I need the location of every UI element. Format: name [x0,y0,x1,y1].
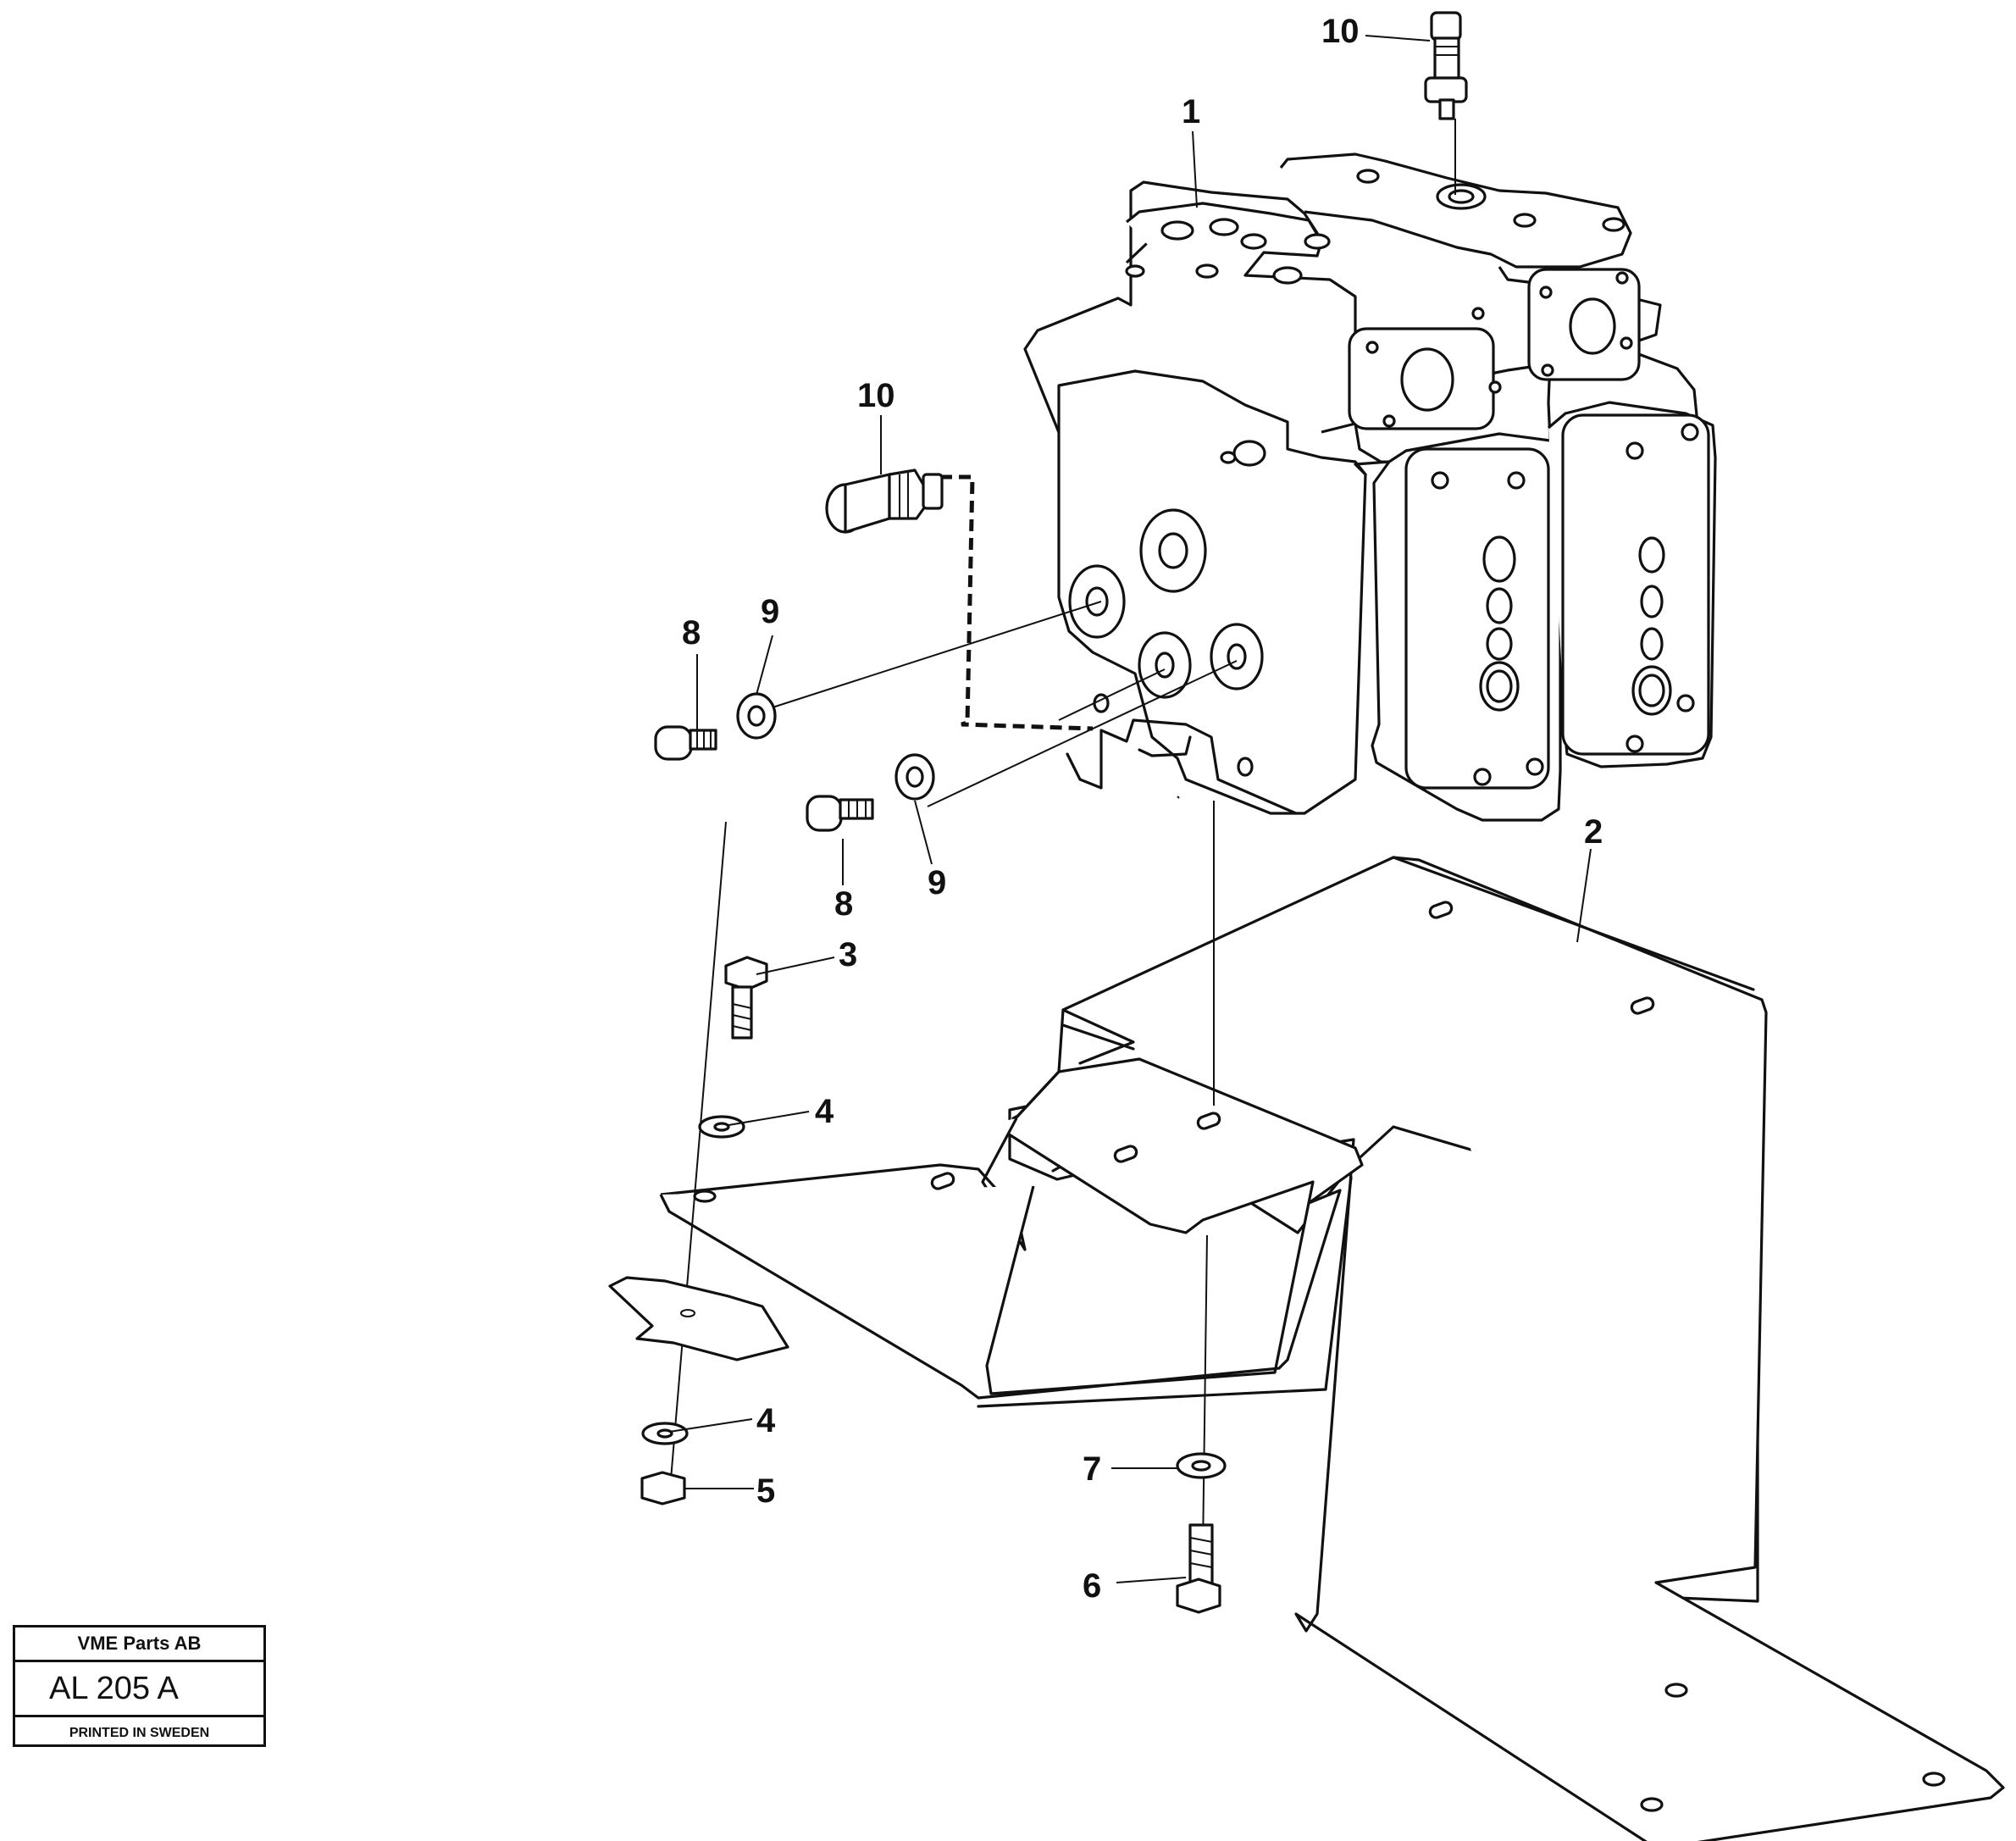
washer-4-upper [698,1115,745,1139]
callout-7: 7 [1083,1450,1101,1488]
title-block: VME Parts AB AL 205 A PRINTED IN SWEDEN [13,1625,266,1747]
callout-4-lower: 4 [756,1402,776,1439]
drawing-number: AL 205 A [15,1662,263,1717]
callout-8-upper: 8 [682,614,701,652]
mounting-bracket [659,856,2005,1841]
washer-7 [1176,1452,1227,1479]
callout-6: 6 [1083,1567,1101,1605]
fitting-10-side [825,469,944,534]
callouts: 1 2 3 4 4 5 6 7 8 8 9 9 10 10 [682,13,1603,1605]
fitting-10-top [1424,11,1468,120]
shim-plate [608,1276,789,1361]
valve-top-details [1125,169,1641,430]
bracket-slots [693,901,1946,1812]
nut-5 [640,1471,686,1506]
screw-8-upper [654,725,717,761]
callout-1: 1 [1182,93,1200,130]
printed-note: PRINTED IN SWEDEN [69,1726,210,1740]
callout-3: 3 [839,936,857,973]
assembly-lines [668,119,1456,1551]
screw-6 [1176,1523,1221,1614]
washer-9-lower [894,753,935,801]
callout-9-upper: 9 [761,593,779,630]
valve-side-covers [1404,413,1710,790]
valve-front-ports [1068,440,1266,777]
callout-8-lower: 8 [834,885,853,923]
washer-4-lower [641,1422,689,1445]
company-name: VME Parts AB [15,1628,263,1662]
callout-10-top: 10 [1321,13,1360,50]
callout-10-side: 10 [857,377,895,414]
callout-4-upper: 4 [815,1093,834,1130]
screw-3 [724,956,768,1040]
washer-9-upper [736,692,777,740]
leader-lines [668,35,1592,1583]
callout-2: 2 [1584,813,1603,851]
screw-8-lower [806,795,874,832]
callout-9-lower: 9 [928,864,946,901]
callout-5: 5 [756,1472,775,1510]
